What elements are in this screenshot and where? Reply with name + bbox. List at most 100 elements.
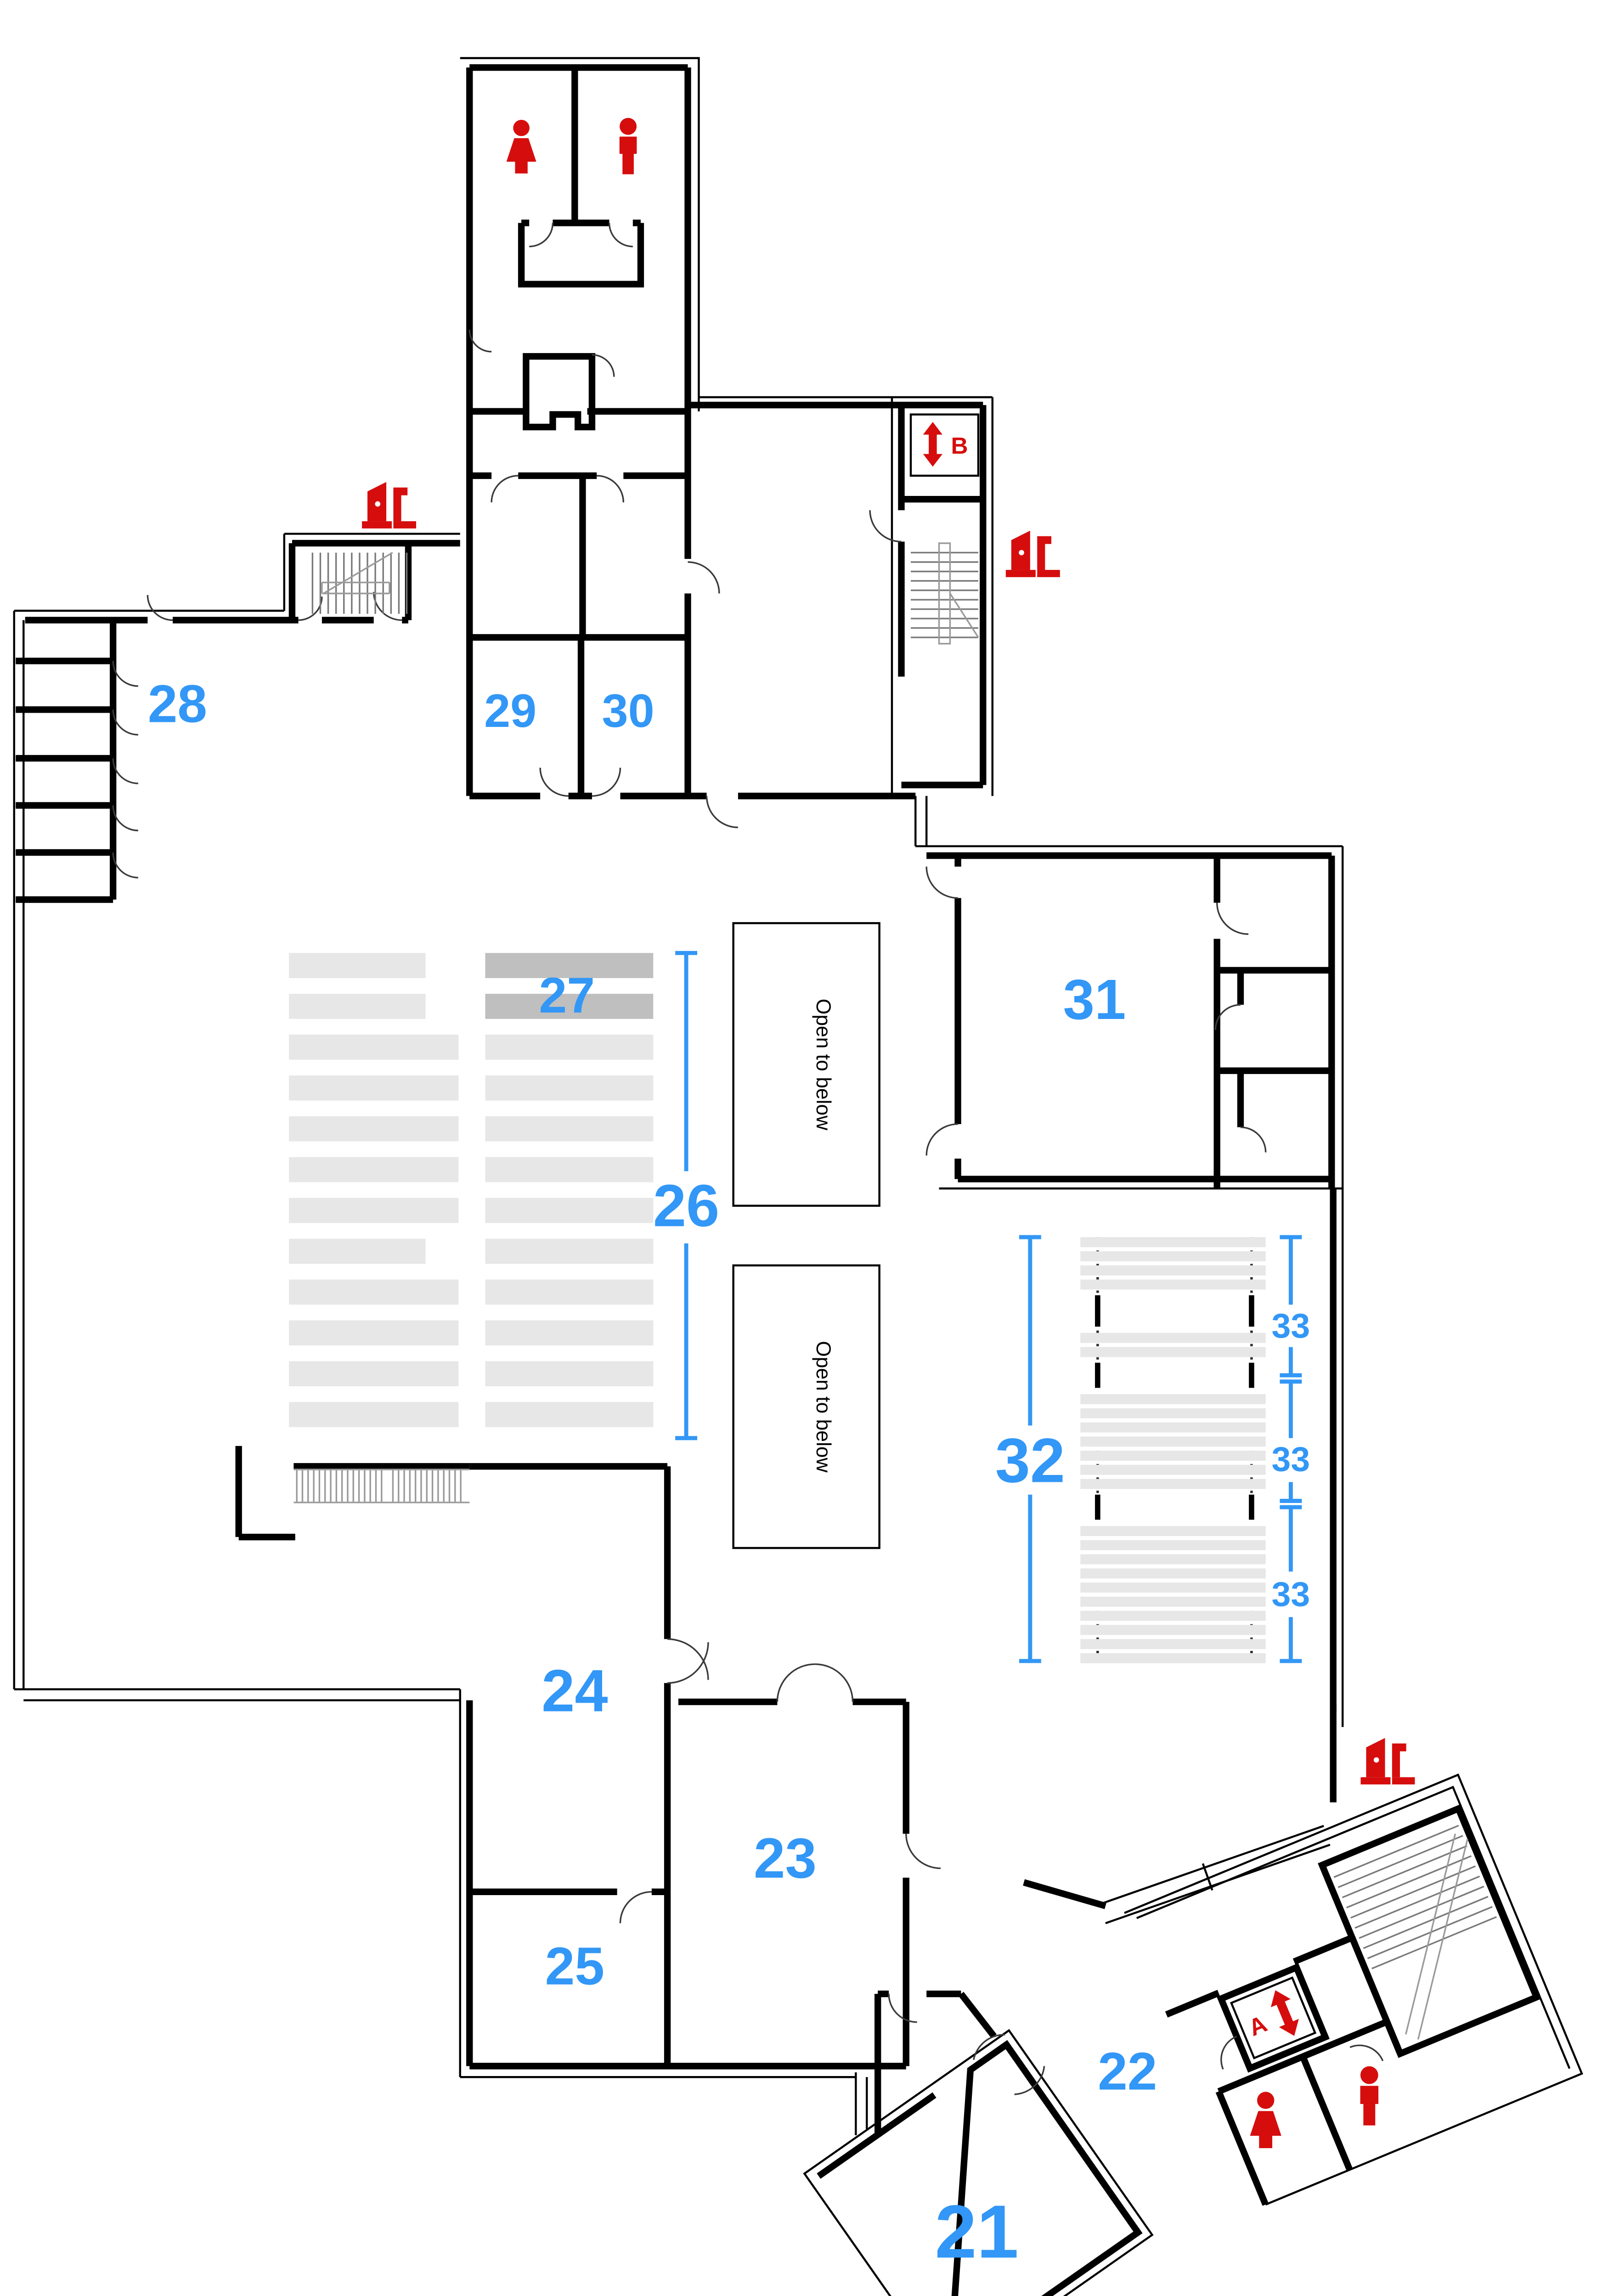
wing-outer-walls [1124,1773,1583,2206]
room-21-inner-walls [817,2040,1143,2296]
shelf-row [289,1320,459,1346]
north-restroom-block-walls [460,57,916,799]
canopy-tick [1202,1863,1213,1891]
shelf-row [289,1279,459,1305]
shelf-row [289,1238,426,1264]
shelf-row [289,1075,459,1101]
inner-room [523,353,596,431]
room-25-label: 25 [545,1936,604,1996]
outer-wall-thin [460,57,700,411]
rows-27-label: 27 [539,968,595,1024]
shelf-row [289,1198,459,1223]
elevator-a-shaft [1217,1963,1330,2073]
shelf-row [485,953,654,978]
elevator-a-letter: A [1245,2010,1270,2041]
exit-door-southeast-icon [1360,1738,1415,1784]
exit-door-northwest-icon [362,482,417,529]
shelf-row [1080,1451,1266,1461]
shelf-row [1080,1540,1266,1550]
south-outer-thin [14,1688,460,1701]
shelf-row [1080,1265,1266,1276]
wing-door-arcs [1220,2036,1384,2070]
shelf-row [1080,1526,1266,1536]
shelf-row [485,1198,654,1223]
men-restroom-north-icon [619,118,637,174]
shelf-row [289,1402,459,1427]
elevator-b-stair-shaft: B [688,396,993,796]
shelf-row [289,1157,459,1182]
shelf-row [1080,1639,1266,1649]
dimension-26: 26 [653,951,720,1441]
shaft-walls [898,401,987,788]
shelf-row [1080,1394,1266,1404]
shelf-row [289,1035,459,1060]
open-to-below-upper-box [732,922,880,1207]
shelf-row [1080,1408,1266,1418]
open-to-below-upper: Open to below [732,922,880,1207]
shelf-row [1080,1422,1266,1433]
room-21-label: 21 [935,2189,1019,2273]
railing-balusters [293,1469,470,1503]
floor-step-wall [235,1446,295,1541]
shelf-row [485,994,654,1019]
elevator-b-arrow-icon [923,422,942,467]
shelf-row [1080,1279,1266,1290]
corridor-double-wall [914,796,928,846]
shelf-supports [1095,1295,1254,1520]
elevator-lobby-walls [1165,1934,1404,2055]
shelf-row [289,953,426,978]
dim-33b-label: 33 [1272,1440,1310,1479]
wing-stair-room [1318,1804,1541,2058]
nw-stair-walls [288,540,460,620]
strip-room-dividers [16,658,113,903]
room-21-walls [803,2029,1154,2296]
shelf-row [485,1116,654,1142]
elevator-b-car [909,413,980,477]
shelf-row [485,1279,654,1305]
shelf-row [485,1402,654,1427]
room-31-label: 31 [1063,968,1126,1031]
shelf-row [485,1157,654,1182]
dimension-33-segments: 33 33 33 [1272,1235,1310,1663]
shaft-outer-thin [699,396,993,796]
open-to-below-upper-text: Open to below [812,999,835,1131]
elevator-b-letter: B [951,433,968,459]
shelving-area-32: 32 33 33 33 [995,1235,1310,1664]
east-wing-walls [914,796,1344,1727]
shelf-row [1080,1568,1266,1579]
men-restroom-southeast-icon [1360,2066,1379,2126]
stairs-east-icon [910,542,979,645]
right-room-divider-2 [1217,1067,1332,1127]
shelf-row [1080,1464,1266,1475]
shelf-row [1080,1436,1266,1447]
southeast-wing: A [1124,1773,1583,2206]
shelf-row [1080,1653,1266,1664]
shelf-row [289,1361,459,1386]
vestibule-slant-wall [958,1992,997,2038]
dim-33a-label: 33 [1272,1306,1310,1345]
shelf-row [1080,1554,1266,1564]
room-21-outer-thin [803,2029,1154,2296]
wing-restroom-walls [1215,2019,1388,2206]
room-24-label: 24 [542,1657,608,1724]
vestibule-room [518,223,644,288]
dim-26-label: 26 [653,1172,720,1239]
shelf-row [1080,1582,1266,1593]
south-thin-jog [460,2072,868,2135]
shelf-row [1080,1479,1266,1489]
right-room-divider-1 [1217,967,1332,1005]
west-outer-thin [13,609,284,1689]
stairs-northwest-icon [311,551,408,614]
shelf-row [1080,1333,1266,1343]
women-restroom-north-icon [506,119,536,174]
dim-33c-label: 33 [1272,1575,1310,1614]
shelf-row [485,1320,654,1346]
shelf-row [289,1116,459,1142]
room-28-label: 28 [148,674,207,734]
shelf-row [1080,1347,1266,1357]
open-to-below-lower-box [732,1264,880,1549]
room-number-labels: 21 22 23 24 25 28 29 30 31 [148,674,1157,2274]
rooms-24-25-23-walls [14,1463,909,2135]
